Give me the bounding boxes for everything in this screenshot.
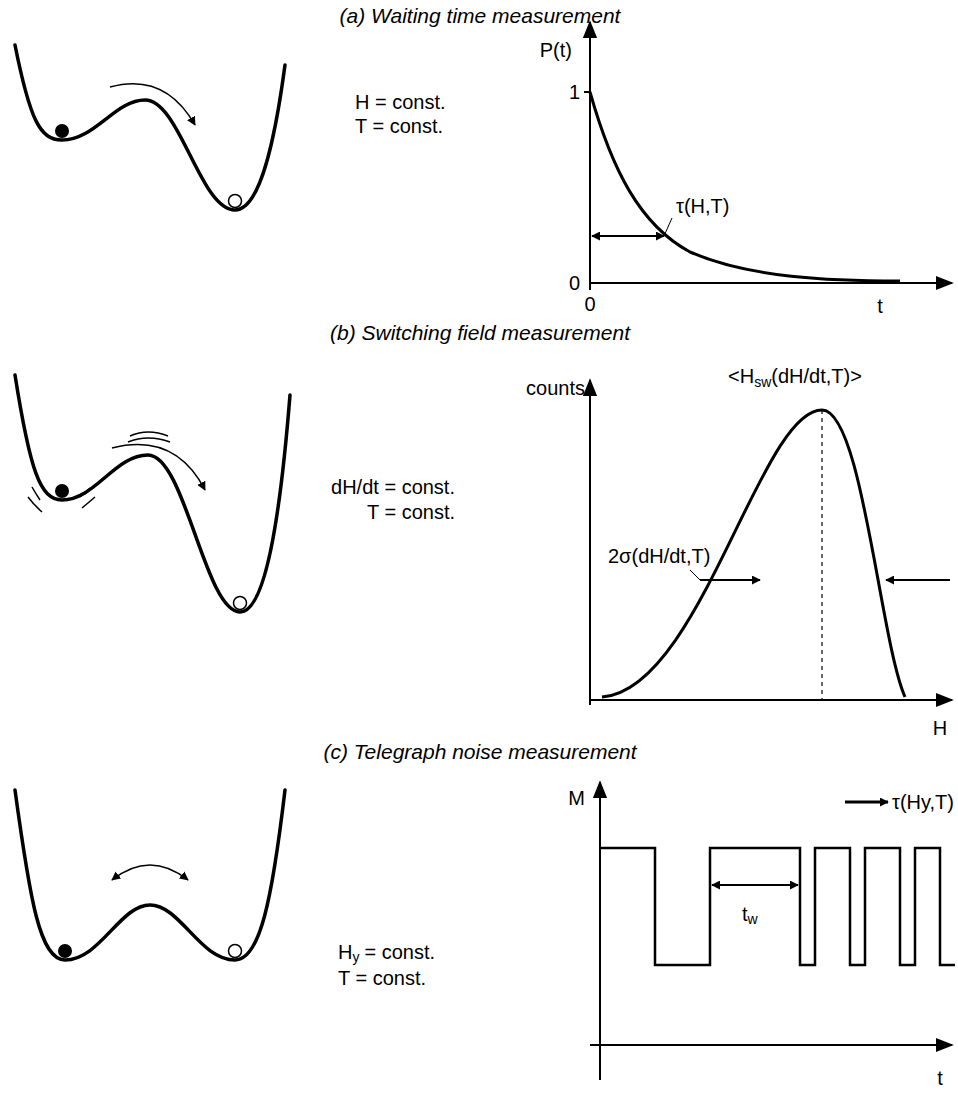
leader-line — [664, 218, 672, 236]
tau-arrow — [845, 801, 888, 804]
tick-label: 0 — [569, 272, 580, 294]
tau-label: τ(H,T) — [676, 195, 729, 217]
transition-arrow — [112, 445, 205, 490]
tau-arrow — [592, 235, 664, 237]
potential-well — [15, 375, 290, 612]
peak-label: <H — [728, 365, 754, 387]
tau-label: τ(Hy,T) — [892, 791, 954, 813]
tw-arrow — [712, 884, 798, 886]
peak-line — [821, 410, 822, 700]
distribution-curve — [602, 410, 905, 697]
leader-line — [690, 570, 700, 580]
axis — [590, 699, 952, 701]
transition-arrow — [110, 84, 195, 125]
axis — [589, 380, 591, 705]
axis — [589, 22, 591, 290]
state-empty — [229, 195, 242, 208]
peak-label: sw — [754, 375, 771, 390]
condition: T = const. — [355, 115, 443, 137]
potential-well — [15, 790, 285, 960]
panel-heading: (c) Telegraph noise measurement — [323, 740, 636, 763]
width-arrow — [700, 579, 760, 581]
width-arrow — [886, 579, 950, 581]
state-filled — [55, 124, 69, 138]
vibration-mark — [32, 487, 40, 500]
panel-heading: (b) Switching field measurement — [330, 321, 630, 344]
vibration-mark — [130, 432, 168, 436]
state-empty — [234, 597, 247, 610]
axis-label: H — [933, 717, 947, 739]
condition: H = const. — [355, 91, 446, 113]
axis-label: counts — [526, 377, 585, 399]
axis — [599, 782, 601, 1080]
vibration-mark — [80, 488, 90, 497]
axis-label: t — [877, 295, 883, 317]
tw-label: t — [742, 903, 748, 925]
peak-label: (dH/dt,T)> — [771, 365, 862, 387]
state-filled — [58, 944, 72, 958]
axis-label: M — [568, 787, 585, 809]
condition: dH/dt = const. — [331, 476, 455, 498]
width-label: 2σ(dH/dt,T) — [608, 545, 710, 567]
condition: H — [338, 941, 352, 963]
condition: T = const. — [338, 967, 426, 989]
decay-curve — [590, 92, 900, 281]
telegraph-signal — [600, 848, 955, 965]
condition: = const. — [364, 941, 435, 963]
transition-arrow — [112, 865, 188, 880]
vibration-mark — [28, 497, 42, 512]
tw-label: w — [748, 912, 758, 927]
vibration-mark — [82, 497, 95, 508]
tick-label: 1 — [569, 81, 580, 103]
state-empty — [229, 945, 242, 958]
axis — [590, 1044, 952, 1046]
panel-heading: (a) Waiting time measurement — [340, 4, 621, 27]
condition: T = const. — [367, 501, 455, 523]
potential-well — [15, 45, 285, 210]
condition: y — [352, 950, 359, 965]
state-filled — [55, 484, 69, 498]
vibration-mark — [128, 438, 170, 442]
axis-label: t — [937, 1067, 943, 1089]
axis-label: P(t) — [540, 39, 572, 61]
tick-label: 0 — [584, 293, 595, 315]
